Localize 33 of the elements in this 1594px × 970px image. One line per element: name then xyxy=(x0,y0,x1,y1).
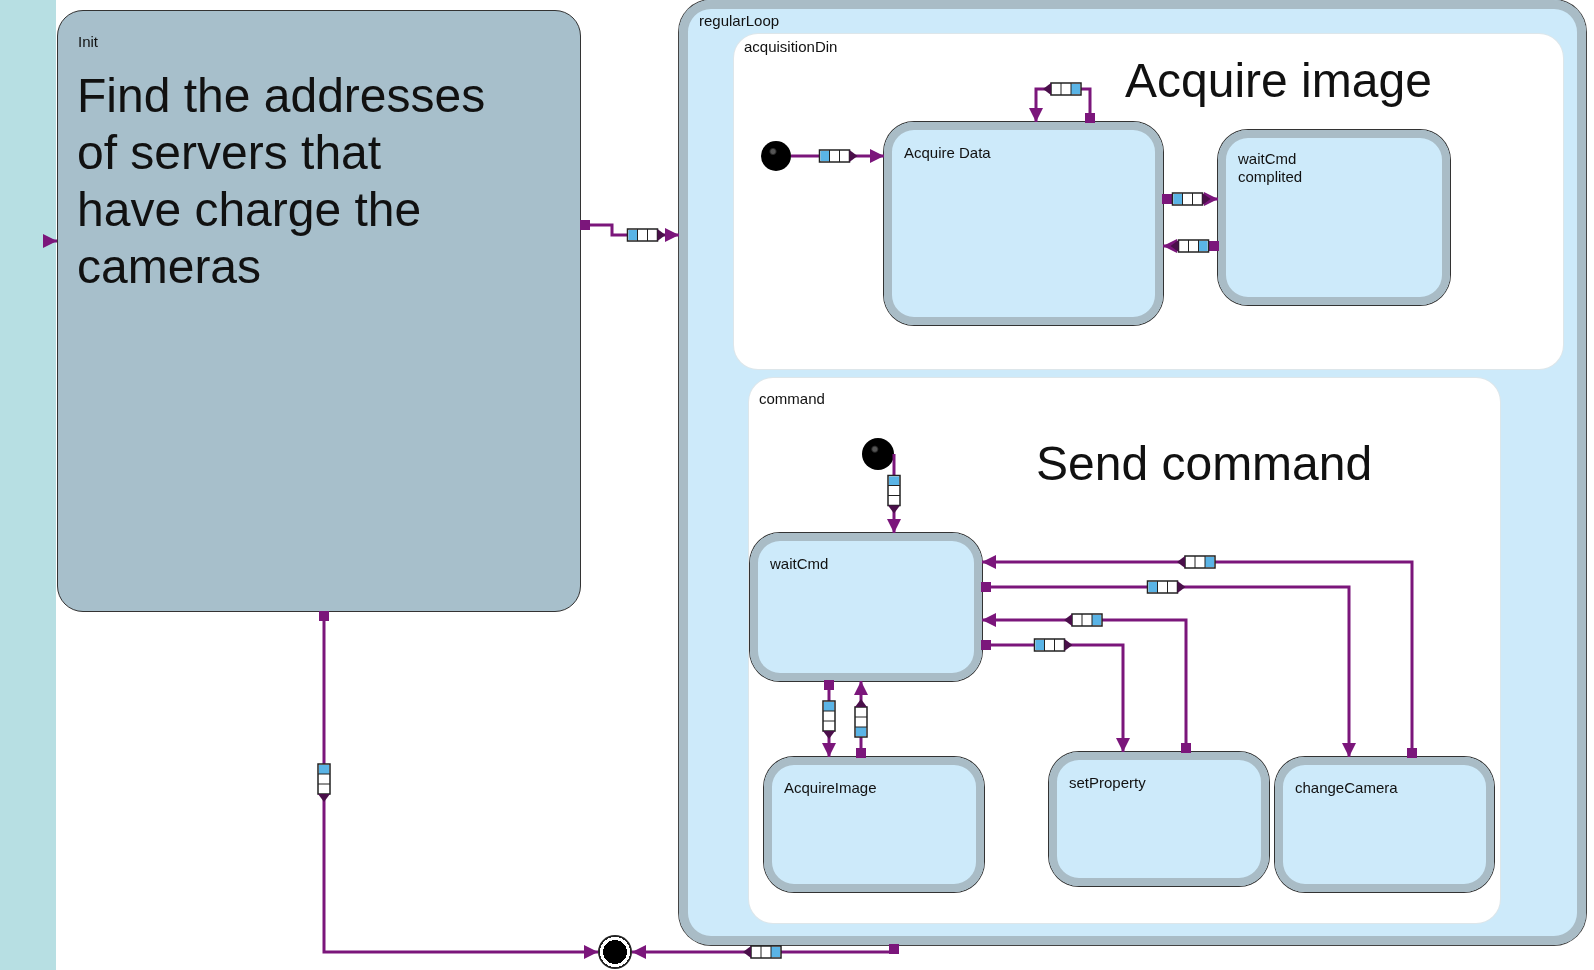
state-box xyxy=(764,757,984,892)
transition-arrow xyxy=(632,944,899,959)
superstate-box xyxy=(679,0,1586,945)
state-box xyxy=(884,122,1163,325)
state-name: changeCamera xyxy=(1295,779,1399,797)
state-name: AcquireImage xyxy=(784,779,878,797)
state-box xyxy=(1218,130,1450,305)
region-title: Acquire image xyxy=(1125,53,1433,109)
state-name: Acquire Data xyxy=(904,144,992,162)
final-state-dot xyxy=(598,935,632,969)
transition-arrow xyxy=(981,582,1356,757)
initial-state-dot xyxy=(862,438,894,470)
state-box xyxy=(750,533,982,681)
region-name: command xyxy=(759,390,826,408)
state-name: setProperty xyxy=(1069,774,1147,792)
transition-arrow xyxy=(982,613,1191,753)
region-title: Send command xyxy=(1036,436,1374,492)
state-box xyxy=(1275,757,1494,892)
state-name: waitCmd complited xyxy=(1238,150,1304,186)
region-panel xyxy=(749,378,1500,923)
state-box xyxy=(57,10,581,612)
state-box xyxy=(1049,752,1269,886)
region-panel xyxy=(734,34,1563,369)
transition-arrow xyxy=(981,640,1130,752)
transition-arrow xyxy=(982,555,1417,758)
state-name: waitCmd xyxy=(770,555,830,573)
initial-state-dot xyxy=(761,141,791,171)
transition-arrow xyxy=(43,234,57,248)
superstate-name: regularLoop xyxy=(699,12,781,30)
region-name: acquisitionDin xyxy=(744,38,839,56)
state-description: Find the addresses of servers that have charge the cameras xyxy=(77,68,487,295)
state-name: Init xyxy=(78,33,99,51)
transition-arrow xyxy=(319,611,598,959)
